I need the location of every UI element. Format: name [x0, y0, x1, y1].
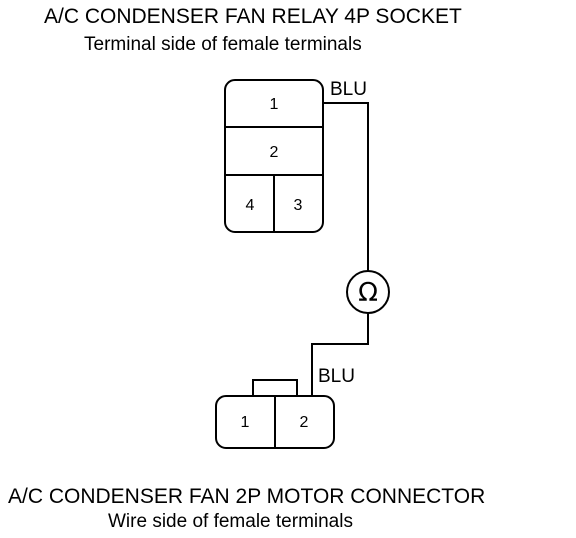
wire-bottom: [311, 313, 369, 400]
relay-terminal-2: 2: [270, 144, 279, 161]
relay-socket: 1 2 4 3: [224, 79, 324, 233]
relay-terminal-1: 1: [270, 96, 279, 113]
relay-terminal-3: 3: [294, 197, 303, 214]
motor-terminal-2: 2: [300, 414, 309, 431]
wire-label-bottom: BLU: [318, 366, 355, 387]
relay-terminal-4: 4: [246, 197, 255, 214]
motor-terminal-1: 1: [241, 414, 250, 431]
motor-connector-title: A/C CONDENSER FAN 2P MOTOR CONNECTOR: [8, 485, 486, 508]
ohm-symbol: Ω: [358, 278, 378, 308]
wire-label-top: BLU: [330, 79, 367, 100]
wire-top: [323, 102, 369, 271]
motor-connector: 1 2: [215, 379, 335, 449]
relay-socket-subtitle: Terminal side of female terminals: [84, 34, 362, 55]
ohmmeter: Ω: [346, 270, 390, 314]
motor-connector-subtitle: Wire side of female terminals: [108, 511, 353, 532]
relay-socket-title: A/C CONDENSER FAN RELAY 4P SOCKET: [44, 5, 462, 28]
